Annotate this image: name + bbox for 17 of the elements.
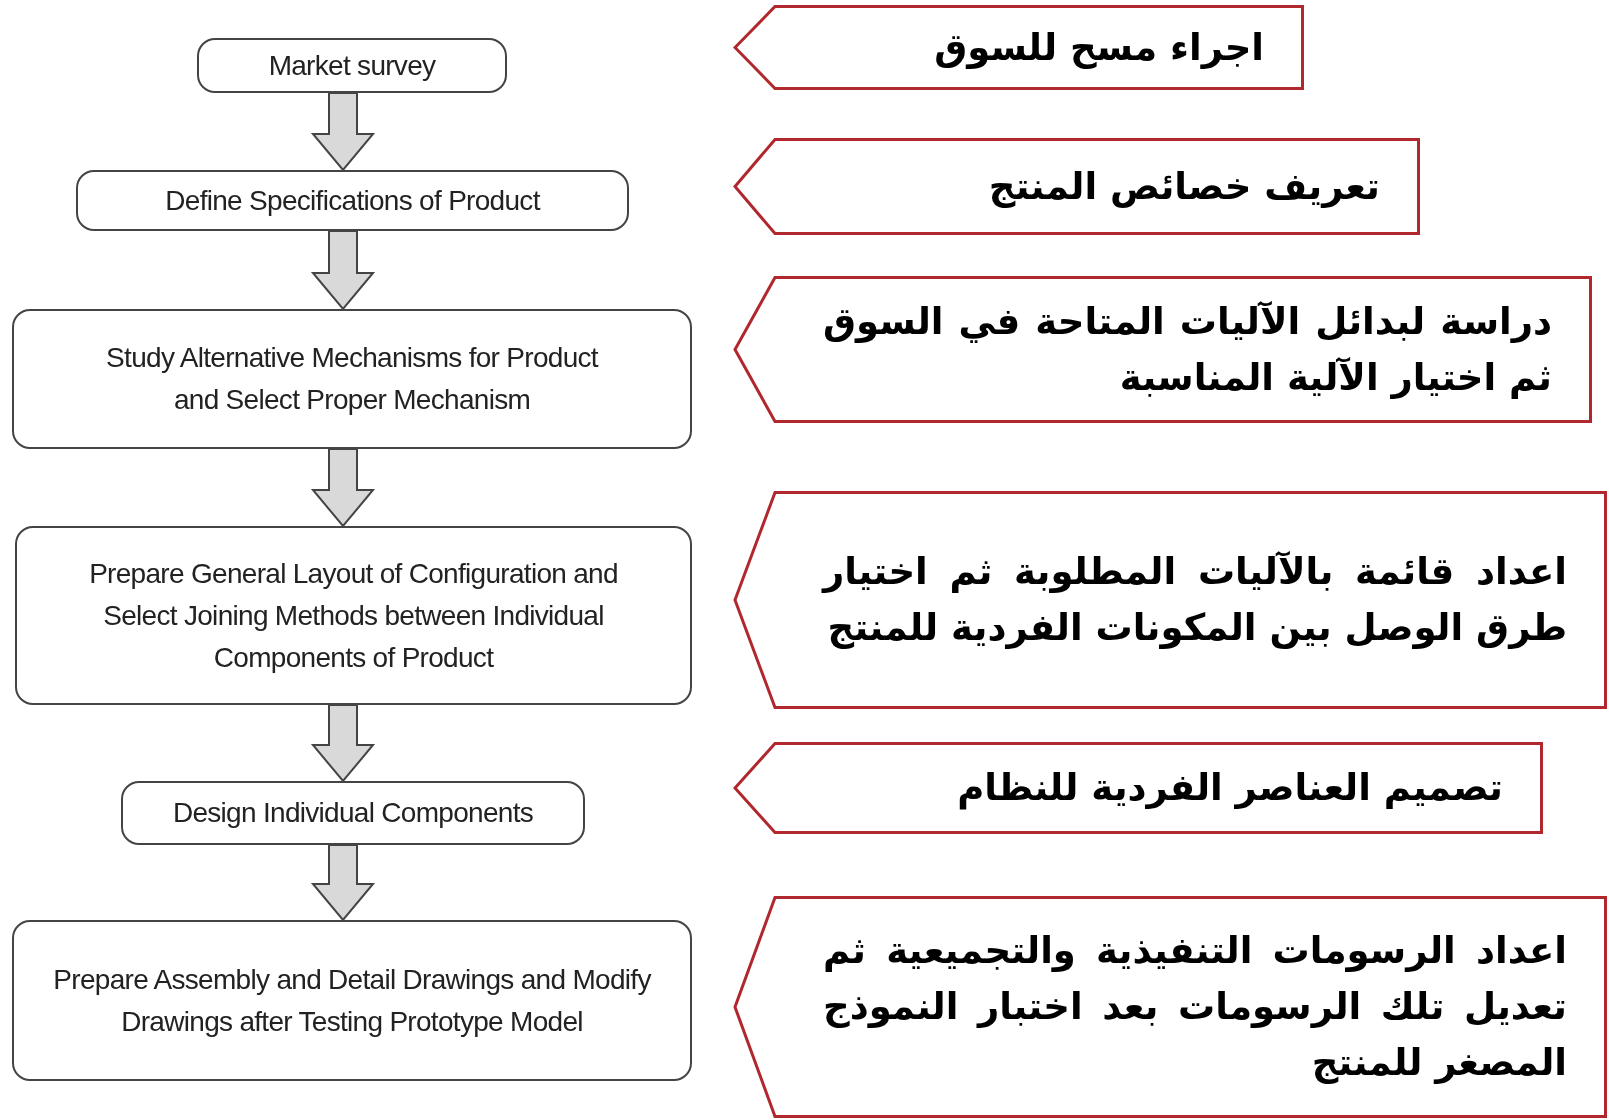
block-arrow [310,704,376,783]
process-box: Prepare General Layout of Configuration and Select Joining Methods between Individual Components of Product [15,526,692,705]
block-arrow [310,92,376,172]
callout-shape: دراسة لبدائل الآليات المتاحة في السوق ثم اختيار الآلية المناسبة [733,276,1592,423]
callout-shape: اعداد قائمة بالآليات المطلوبة ثم اختيار طرق الوصل بين المكونات الفردية للمنتج [733,491,1607,709]
block-arrow [310,844,376,922]
callout-shape: تصميم العناصر الفردية للنظام [733,742,1543,834]
callout-shape: اعداد الرسومات التنفيذية والتجميعية ثم تعديل تلك الرسومات بعد اختبار النموذج المصغر للمنتج [733,896,1607,1118]
callout-shape: تعريف خصائص المنتج [733,138,1420,235]
block-arrow [310,448,376,528]
process-box: Define Specifications of Product [76,170,629,231]
process-box: Market survey [197,38,507,93]
callout-shape: اجراء مسح للسوق [733,5,1304,90]
process-box: Design Individual Components [121,781,585,845]
block-arrow [310,230,376,311]
process-box: Prepare Assembly and Detail Drawings and Modify Drawings after Testing Prototype Model [12,920,692,1081]
process-box: Study Alternative Mechanisms for Product and Select Proper Mechanism [12,309,692,449]
